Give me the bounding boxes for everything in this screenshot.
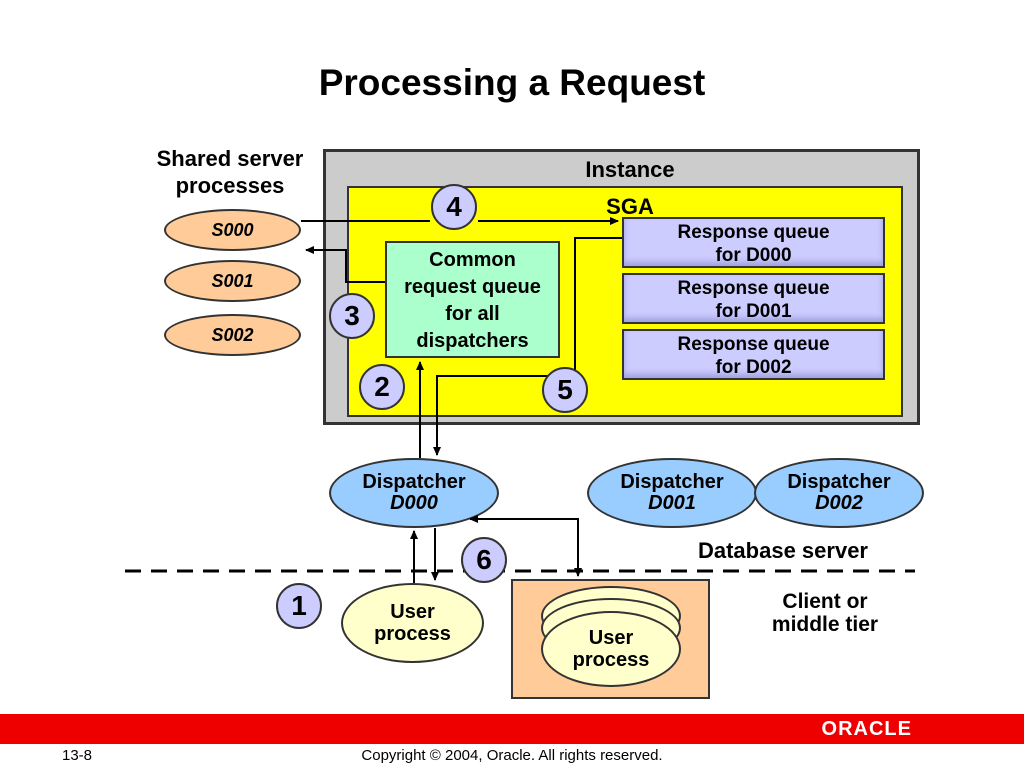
server-label: S002 [211, 324, 254, 345]
common-request-queue: Common request queue for all dispatchers [385, 241, 560, 358]
response-queue-line: Response queue [677, 222, 830, 243]
user-process: User process [341, 583, 484, 663]
server-label: S000 [211, 219, 254, 240]
response-queue-line: for D001 [715, 301, 792, 322]
step-badge-1: 1 [276, 583, 322, 629]
step-badge-3: 3 [329, 293, 375, 339]
user-process-client: User process [541, 611, 681, 687]
queue-line: request queue [404, 276, 541, 298]
label-line: Shared server [156, 146, 304, 171]
server-process-s000: S000 [164, 209, 301, 251]
response-queue-line: for D002 [715, 357, 792, 378]
dispatcher-label: Dispatcher [362, 471, 466, 493]
slide-number: 13-8 [62, 747, 93, 764]
sga-label: SGA [606, 194, 654, 219]
response-queue-line: Response queue [677, 278, 830, 299]
step-badge-4: 4 [431, 184, 477, 230]
step-badge-2: 2 [359, 364, 405, 410]
server-label: S001 [211, 270, 254, 291]
step-badge-5: 5 [542, 367, 588, 413]
dispatcher-id: D002 [815, 492, 863, 514]
response-queue-line: Response queue [677, 334, 830, 355]
oracle-logo: ORACLE [821, 718, 912, 740]
user-process-line: process [572, 649, 650, 671]
user-process-line: User [588, 627, 634, 649]
dispatcher-id: D000 [390, 492, 438, 514]
user-process-line: User [390, 601, 435, 623]
user-process-line: process [374, 623, 451, 645]
dispatcher-d002: Dispatcher D002 [754, 458, 924, 528]
shared-server-processes-label: Shared server processes [140, 145, 320, 199]
arrow-response-to-dispatcher [433, 237, 622, 456]
database-server-label: Database server [697, 538, 868, 563]
label-line: Client or [782, 590, 868, 613]
copyright: Copyright © 2004, Oracle. All rights res… [361, 747, 663, 764]
label-line: processes [175, 173, 285, 198]
footer-bar [0, 714, 1024, 744]
response-queue-d000: Response queue for D000 [622, 217, 885, 268]
instance-label: Instance [585, 157, 675, 182]
slide-title: Processing a Request [318, 62, 706, 103]
response-queue-line: for D000 [715, 245, 792, 266]
arrow-queue-to-server [305, 246, 385, 283]
server-process-s002: S002 [164, 314, 301, 356]
response-queue-d002: Response queue for D002 [622, 329, 885, 380]
queue-line: Common [429, 249, 516, 271]
client-tier-label: Client or middle tier [745, 590, 905, 636]
response-queue-d001: Response queue for D001 [622, 273, 885, 324]
queue-line: dispatchers [416, 330, 529, 352]
dispatcher-label: Dispatcher [787, 471, 891, 493]
step-badge-6: 6 [461, 537, 507, 583]
dispatcher-label: Dispatcher [620, 471, 724, 493]
dispatcher-d001: Dispatcher D001 [587, 458, 757, 528]
queue-line: for all [445, 303, 500, 325]
dispatcher-id: D001 [648, 492, 696, 514]
label-line: middle tier [771, 613, 879, 636]
server-process-s001: S001 [164, 260, 301, 302]
